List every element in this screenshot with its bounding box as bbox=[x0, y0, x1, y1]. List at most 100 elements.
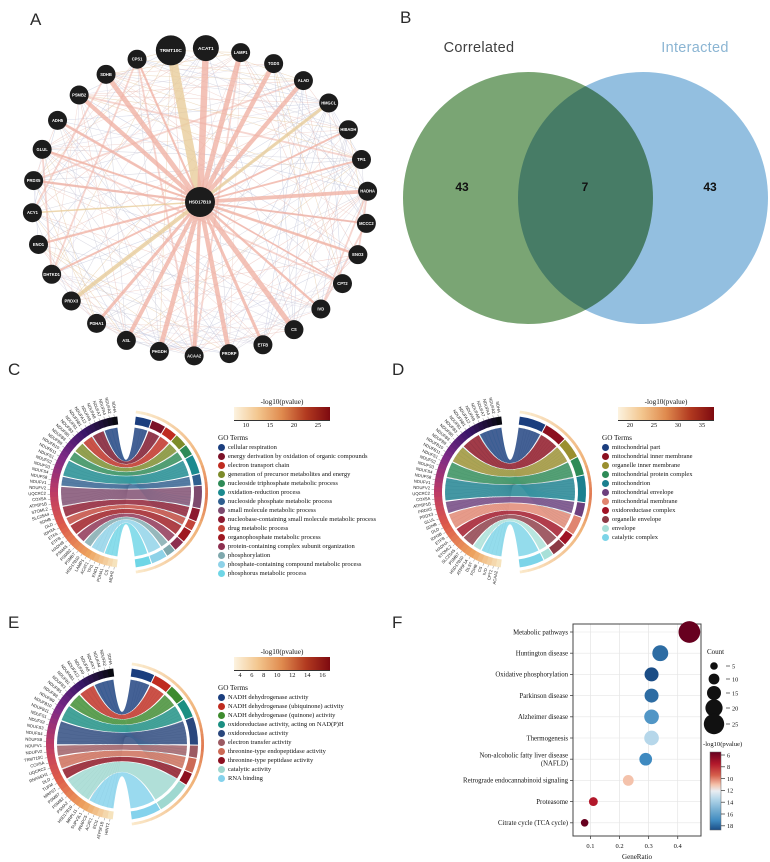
chord-pvalue-ring bbox=[204, 498, 208, 506]
network-edge bbox=[33, 59, 138, 181]
chord-gene-tick bbox=[482, 418, 484, 421]
data-dot bbox=[580, 819, 589, 827]
go-term-swatch bbox=[602, 533, 609, 541]
chord-gene-tick bbox=[82, 809, 85, 813]
network-node-label: CS bbox=[291, 327, 297, 332]
chord-category-arc bbox=[518, 416, 546, 432]
chord-fan-line bbox=[446, 476, 574, 485]
chord-gene-label: UQCRC2 bbox=[28, 766, 47, 777]
network-edge bbox=[159, 254, 358, 352]
network-edge bbox=[51, 274, 264, 346]
go-term-swatch bbox=[218, 569, 225, 577]
go-term-item: drug metabolic process bbox=[218, 525, 388, 532]
chord-gene-tick bbox=[108, 566, 110, 569]
chord-gene-label: NDUFS1 bbox=[30, 709, 48, 719]
go-term-item: catalytic activity bbox=[218, 766, 388, 773]
chord-pvalue-ring bbox=[187, 440, 194, 447]
chord-pvalue-ring bbox=[173, 800, 180, 807]
chord-gene-tick bbox=[103, 564, 105, 568]
go-term-item: mitochondrion bbox=[602, 480, 770, 487]
network-hub-edge bbox=[192, 201, 202, 356]
chord-gene-arc bbox=[449, 533, 460, 543]
chord-category-arc bbox=[149, 549, 167, 564]
chord-gene-arc bbox=[53, 706, 63, 716]
network-node bbox=[284, 320, 304, 340]
chord-ribbon bbox=[481, 521, 539, 557]
chord-gene-label: DLD bbox=[430, 526, 440, 534]
x-tick-label: 0.4 bbox=[674, 843, 683, 850]
chord-pvalue-ring bbox=[159, 561, 166, 567]
chord-gene-arc bbox=[69, 437, 79, 447]
go-term-swatch bbox=[602, 470, 609, 478]
chord-gene-arc bbox=[47, 758, 57, 766]
pvalue-tick-label: 12 bbox=[727, 788, 733, 795]
pvalue-scale-tick: 20 bbox=[626, 422, 634, 429]
chord-gene-arc bbox=[467, 548, 477, 559]
category-label: Thermogenesis bbox=[526, 735, 568, 742]
network-edge bbox=[96, 323, 195, 357]
chord-gene-arc bbox=[46, 732, 55, 740]
chord-ribbon bbox=[446, 462, 574, 485]
go-term-item: catalytic complex bbox=[602, 534, 770, 541]
chord-pvalue-ring bbox=[195, 525, 201, 533]
chord-ribbon bbox=[57, 721, 187, 745]
chord-pvalue-ring bbox=[153, 563, 161, 569]
chord-gene-arc bbox=[446, 445, 457, 455]
chord-pvalue-ring bbox=[201, 739, 204, 746]
network-edge bbox=[303, 80, 343, 284]
chord-ribbon bbox=[473, 518, 547, 550]
chord-category-arc bbox=[151, 675, 171, 693]
network-node bbox=[348, 245, 368, 265]
chord-category-arc bbox=[570, 457, 584, 477]
network-edge bbox=[79, 94, 359, 255]
go-term-label: envelope bbox=[612, 524, 636, 532]
chord-gene-label: CS bbox=[477, 566, 484, 573]
go-term-swatch bbox=[218, 542, 225, 550]
network-node bbox=[42, 264, 62, 284]
go-term-swatch bbox=[218, 765, 225, 773]
pvalue-colorbar bbox=[709, 751, 722, 831]
network-edge bbox=[126, 283, 343, 341]
chord-gene-arc bbox=[55, 701, 66, 711]
chord-pvalue-ring bbox=[189, 535, 195, 542]
chord-gene-tick bbox=[49, 713, 53, 715]
go-term-label: mitochondrial envelope bbox=[612, 488, 674, 496]
chord-gene-label: ETFB bbox=[434, 535, 446, 545]
chord-gene-tick bbox=[61, 792, 64, 794]
network-node-label: ADH5 bbox=[52, 118, 64, 123]
chord-pvalue-ring bbox=[587, 504, 591, 511]
chord-pvalue-ring bbox=[588, 493, 592, 500]
chord-gene-arc bbox=[439, 517, 450, 526]
chord-gene-arc bbox=[61, 784, 72, 795]
chord-category-arc bbox=[574, 502, 586, 517]
chord-pvalue-ring bbox=[135, 570, 139, 574]
network-edge bbox=[240, 52, 367, 224]
chord-gene-label: IDH3B bbox=[430, 531, 443, 542]
pvalue-tick-label: 16 bbox=[727, 811, 733, 818]
chord-gene-tick bbox=[76, 430, 79, 434]
chord-gene-tick bbox=[468, 556, 471, 560]
data-dot bbox=[652, 645, 669, 662]
go-term-swatch bbox=[218, 738, 225, 746]
chord-category-arc bbox=[171, 435, 186, 450]
network-edge bbox=[71, 63, 274, 302]
chord-pvalue-ring bbox=[564, 432, 571, 439]
data-dot bbox=[588, 797, 598, 807]
chord-category-arc bbox=[130, 802, 161, 820]
network-node bbox=[22, 203, 42, 223]
network-hub-edge bbox=[124, 201, 202, 342]
go-term-label: phosphorylation bbox=[228, 551, 271, 559]
chord-gene-label: NDUFV1 bbox=[414, 478, 432, 485]
x-axis-title: GeneRatio bbox=[622, 853, 652, 861]
chord-gene-arc bbox=[460, 431, 470, 441]
chord-gene-label: SDHB bbox=[39, 517, 52, 526]
network-edge bbox=[126, 159, 362, 341]
chord-category-arc bbox=[566, 515, 582, 535]
data-dot bbox=[622, 775, 634, 786]
chord-gene-tick bbox=[460, 430, 463, 434]
network-edge bbox=[106, 63, 274, 75]
go-term-label: energy derivation by oxidation of organi… bbox=[228, 452, 368, 460]
chord-pvalue-ring bbox=[164, 558, 171, 564]
